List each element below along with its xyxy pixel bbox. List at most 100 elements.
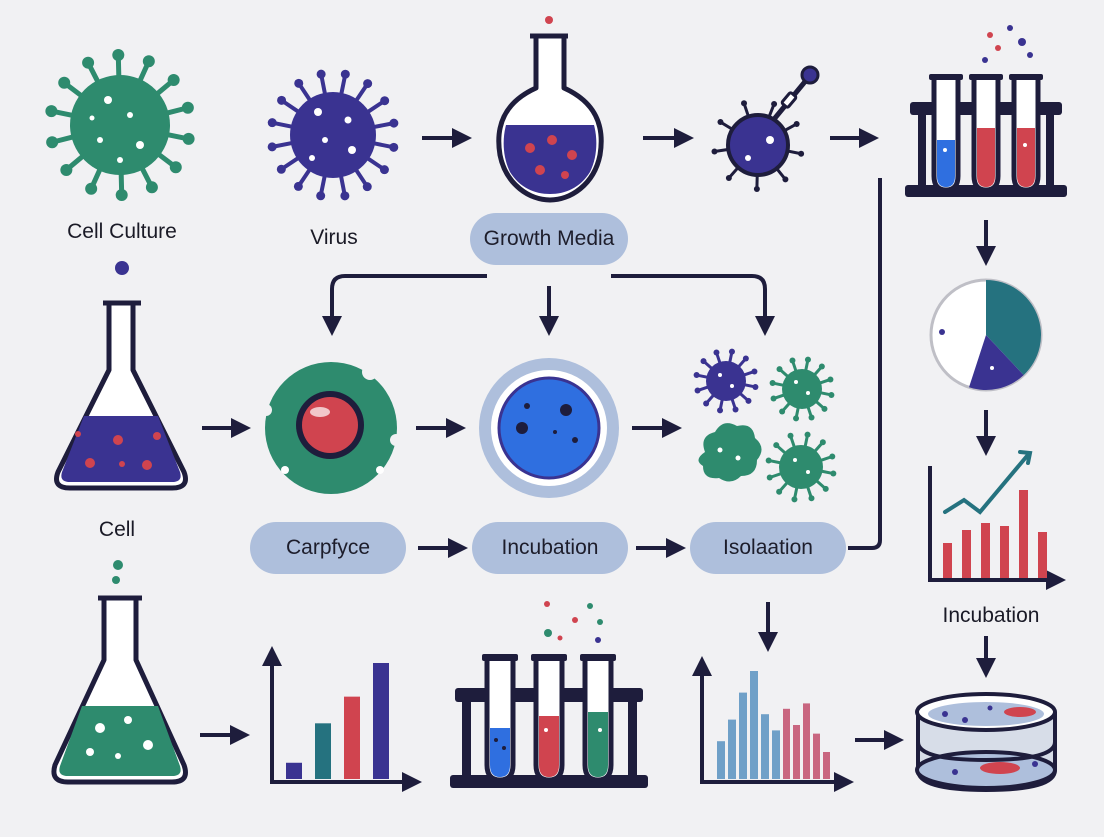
virus-spike-tip bbox=[751, 368, 757, 374]
bar-chart-icon bbox=[270, 650, 418, 782]
green-cell-icon bbox=[260, 362, 402, 494]
branch-arrow-right bbox=[611, 276, 765, 332]
virus-spike-tip bbox=[713, 350, 719, 356]
chart-bar bbox=[315, 723, 331, 779]
chart-bar bbox=[286, 763, 302, 779]
histogram-bar bbox=[717, 741, 725, 779]
virus-spike-tip bbox=[711, 149, 717, 155]
virus-spike-tip bbox=[788, 433, 794, 439]
virus-spike-tip bbox=[819, 364, 825, 370]
virus-spike-tip bbox=[45, 105, 57, 117]
histogram-bar bbox=[772, 730, 780, 779]
virus-spike-tip bbox=[46, 136, 58, 148]
virus-spike-tip bbox=[776, 489, 782, 495]
virus-spike-tip bbox=[316, 191, 325, 200]
virus-spike-tip bbox=[183, 133, 195, 145]
virus-spike-tip bbox=[340, 191, 349, 200]
virus-spike-tip bbox=[798, 151, 804, 157]
trend-bar bbox=[1000, 526, 1009, 578]
branch-arrow-left bbox=[332, 276, 487, 332]
virus-spike-tip bbox=[168, 74, 180, 86]
virus-spike-tip bbox=[789, 358, 795, 364]
histogram-bar bbox=[823, 752, 830, 779]
virus-spike-tip bbox=[754, 186, 760, 192]
purple-virus-icon bbox=[268, 70, 399, 201]
virus-spike-tip bbox=[745, 398, 751, 404]
virus-spike-tip bbox=[823, 486, 829, 492]
histogram-bar bbox=[750, 671, 758, 779]
virus-spike-tip bbox=[277, 96, 286, 105]
virus-spike-tip bbox=[777, 366, 783, 372]
virus-spike-tip bbox=[805, 357, 811, 363]
virus-spike-tip bbox=[146, 181, 158, 193]
blue-cell-icon bbox=[479, 358, 619, 498]
virus-spike-tip bbox=[717, 407, 723, 413]
virus-spike-tip bbox=[773, 442, 779, 448]
histogram-bar bbox=[761, 714, 769, 779]
virus-spike-tip bbox=[771, 396, 777, 402]
virus-spike-tip bbox=[363, 182, 372, 191]
virus-spike-tip bbox=[695, 388, 701, 394]
test-tube-rack-icon bbox=[905, 25, 1067, 197]
virus-spike-tip bbox=[821, 406, 827, 412]
virus-spike-tip bbox=[779, 408, 785, 414]
histogram-bar bbox=[813, 734, 820, 779]
virus-spike-tip bbox=[820, 439, 826, 445]
green-flask-icon bbox=[54, 560, 186, 782]
virus-spike-tip bbox=[116, 189, 128, 201]
trend-bar-chart-icon bbox=[928, 452, 1062, 580]
histogram-bar bbox=[783, 709, 790, 779]
virus-spike-tip bbox=[694, 372, 700, 378]
pill-isolation: Isolaation bbox=[690, 522, 846, 574]
virus-spike-tip bbox=[294, 182, 303, 191]
petri-dish-icon bbox=[917, 694, 1055, 790]
virus-spike-tip bbox=[827, 376, 833, 382]
virus-spike-tip bbox=[828, 392, 834, 398]
trend-bar bbox=[981, 523, 990, 578]
virus-spike-tip bbox=[60, 164, 72, 176]
histogram-bar bbox=[728, 720, 736, 779]
virus-spike-tip bbox=[717, 119, 723, 125]
virus-spike-tip bbox=[268, 118, 277, 127]
virus-spike-tip bbox=[766, 457, 772, 463]
histogram-icon bbox=[700, 660, 850, 782]
virus-spike-tip bbox=[805, 432, 811, 438]
virus-spike-tip bbox=[829, 454, 835, 460]
virus-spike-tip bbox=[743, 356, 749, 362]
test-tube-rack-icon bbox=[450, 601, 648, 788]
chart-bar bbox=[373, 663, 389, 779]
virus-spike-tip bbox=[380, 96, 389, 105]
label-cell: Cell bbox=[80, 518, 154, 542]
virus-spike-tip bbox=[317, 70, 326, 79]
connector-line bbox=[848, 178, 880, 548]
virus-spike-tip bbox=[389, 143, 398, 152]
virus-spike-tip bbox=[809, 414, 815, 420]
label-cell-culture: Cell Culture bbox=[40, 220, 204, 244]
virus-spike-tip bbox=[389, 119, 398, 128]
virus-spike-tip bbox=[830, 471, 836, 477]
virus-cluster-icon bbox=[694, 349, 837, 503]
virus-spike-tip bbox=[729, 349, 735, 355]
label-virus: Virus bbox=[290, 226, 378, 250]
trend-bar bbox=[962, 530, 971, 578]
conical-flask-icon bbox=[57, 261, 186, 488]
virus-spike-tip bbox=[791, 496, 797, 502]
trend-bar bbox=[1038, 532, 1047, 578]
histogram-bar bbox=[803, 703, 810, 779]
histogram-bar bbox=[739, 693, 747, 779]
trend-bar bbox=[943, 543, 952, 578]
round-flask-icon bbox=[499, 16, 601, 200]
virus-spike-tip bbox=[82, 57, 94, 69]
virus-spike-tip bbox=[741, 100, 747, 106]
virus-spike-tip bbox=[782, 176, 788, 182]
label-incubation-right: Incubation bbox=[920, 604, 1062, 628]
virus-spike-tip bbox=[182, 102, 194, 114]
green-virus-icon bbox=[45, 49, 194, 201]
pill-incubation: Incubation bbox=[472, 522, 628, 574]
virus-spike-tip bbox=[808, 495, 814, 501]
chart-bar bbox=[344, 697, 360, 779]
virus-spike-tip bbox=[112, 49, 124, 61]
virus-spike-tip bbox=[771, 101, 777, 107]
